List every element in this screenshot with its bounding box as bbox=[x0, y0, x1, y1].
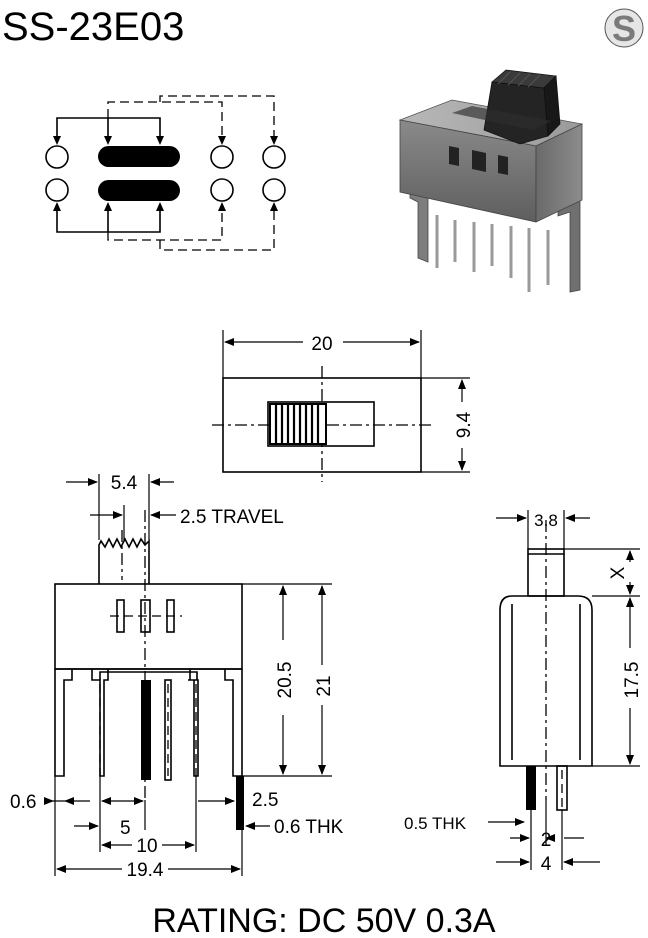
side-pin-pitch-dim: 2 bbox=[541, 830, 552, 851]
logo-letter: S bbox=[612, 8, 636, 49]
circuit-schematic bbox=[45, 95, 286, 251]
total-height-dim: 21 bbox=[314, 675, 335, 696]
pitch-dim: 5 bbox=[120, 818, 131, 839]
model-title: SS-23E03 bbox=[2, 5, 184, 49]
side-actuator-height-dim: X bbox=[608, 566, 629, 579]
pin-offset-dim: 0.6 bbox=[10, 792, 36, 813]
body-height-dim: 20.5 bbox=[275, 662, 296, 699]
rating-text: RATING: DC 50V 0.3A bbox=[152, 902, 496, 938]
logo-s-icon: S bbox=[604, 8, 644, 49]
side-view bbox=[488, 510, 640, 870]
side-body-height-dim: 17.5 bbox=[622, 662, 643, 699]
top-height-dim: 9.4 bbox=[454, 411, 475, 438]
top-view bbox=[212, 330, 470, 482]
pin-length-dim: 2.5 bbox=[252, 790, 278, 811]
pin-span-dim: 10 bbox=[136, 836, 157, 857]
side-pin-span-dim: 4 bbox=[541, 854, 552, 875]
front-view bbox=[44, 474, 332, 876]
switch-product-image bbox=[398, 69, 584, 293]
top-width-dim: 20 bbox=[311, 334, 332, 355]
body-width-dim: 19.4 bbox=[127, 860, 164, 881]
side-actuator-width-dim: 3.8 bbox=[534, 511, 558, 530]
thickness-dim: 0.6 THK bbox=[274, 817, 344, 838]
actuator-width-dim: 5.4 bbox=[111, 473, 138, 494]
travel-dim: 2.5 TRAVEL bbox=[180, 507, 284, 528]
side-thickness-dim: 0.5 THK bbox=[404, 814, 467, 833]
